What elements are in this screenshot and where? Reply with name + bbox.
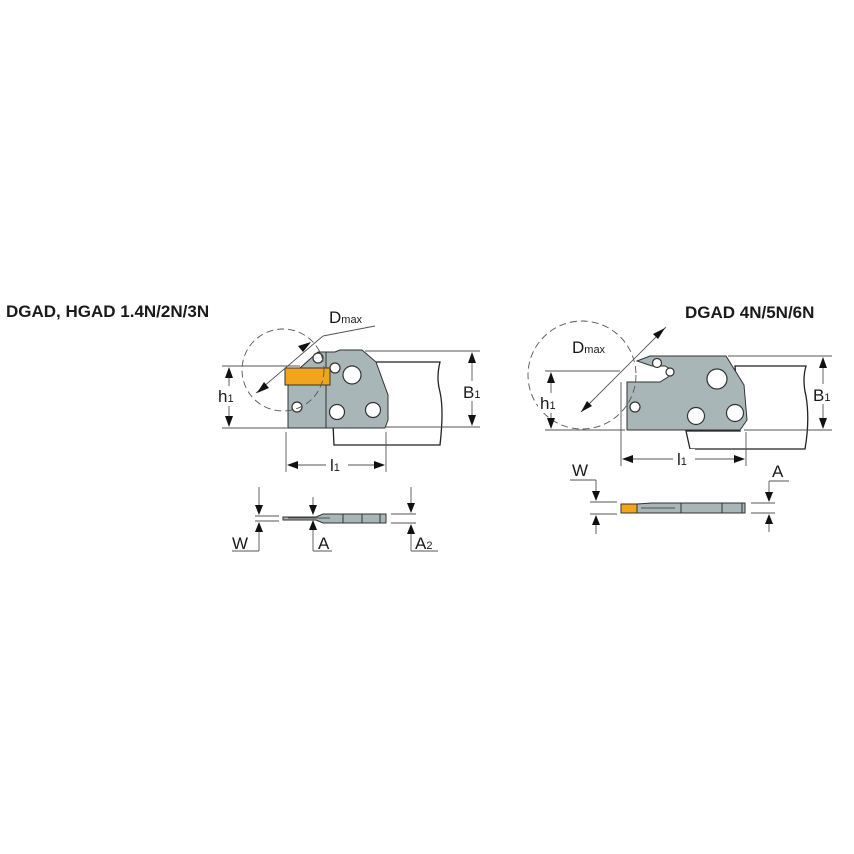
dmax-circle [527, 320, 637, 430]
hole [328, 403, 346, 421]
hole [312, 352, 324, 364]
svg-text:W: W [572, 461, 588, 480]
svg-text:l1: l1 [330, 456, 340, 475]
svg-text:l1: l1 [677, 450, 687, 469]
diagram-small-sizes: DGAD, HGAD 1.4N/2N/3N Dmax h1 [6, 302, 490, 553]
hole [706, 368, 728, 390]
diagram-title-left: DGAD, HGAD 1.4N/2N/3N [6, 302, 209, 321]
hole [629, 401, 641, 413]
svg-text:Dmax: Dmax [329, 308, 363, 327]
svg-text:W: W [232, 534, 248, 553]
hole [665, 367, 675, 377]
hole [725, 403, 745, 423]
svg-text:A: A [772, 462, 784, 481]
svg-text:Dmax: Dmax [572, 338, 606, 357]
top-view-left: W A A2 [232, 487, 438, 553]
diagram-title-right: DGAD 4N/5N/6N [685, 303, 814, 322]
dmax-circle [241, 328, 325, 412]
cutting-insert-top [620, 503, 638, 514]
diagram-large-sizes: DGAD 4N/5N/6N Dmax h1 B1 [527, 303, 840, 534]
top-view-right: W A [570, 461, 789, 534]
hole [651, 357, 663, 369]
hole [329, 362, 341, 374]
hole [342, 365, 362, 385]
svg-text:B1: B1 [463, 383, 480, 402]
hole [291, 401, 303, 413]
hole [364, 401, 382, 419]
cutting-insert [284, 367, 331, 386]
hole [686, 406, 706, 426]
svg-text:B1: B1 [813, 386, 830, 405]
svg-text:A2: A2 [415, 534, 432, 553]
svg-text:A: A [318, 534, 330, 553]
shank-outline [685, 365, 809, 450]
svg-text:h1: h1 [218, 387, 234, 406]
svg-text:h1: h1 [540, 394, 556, 413]
